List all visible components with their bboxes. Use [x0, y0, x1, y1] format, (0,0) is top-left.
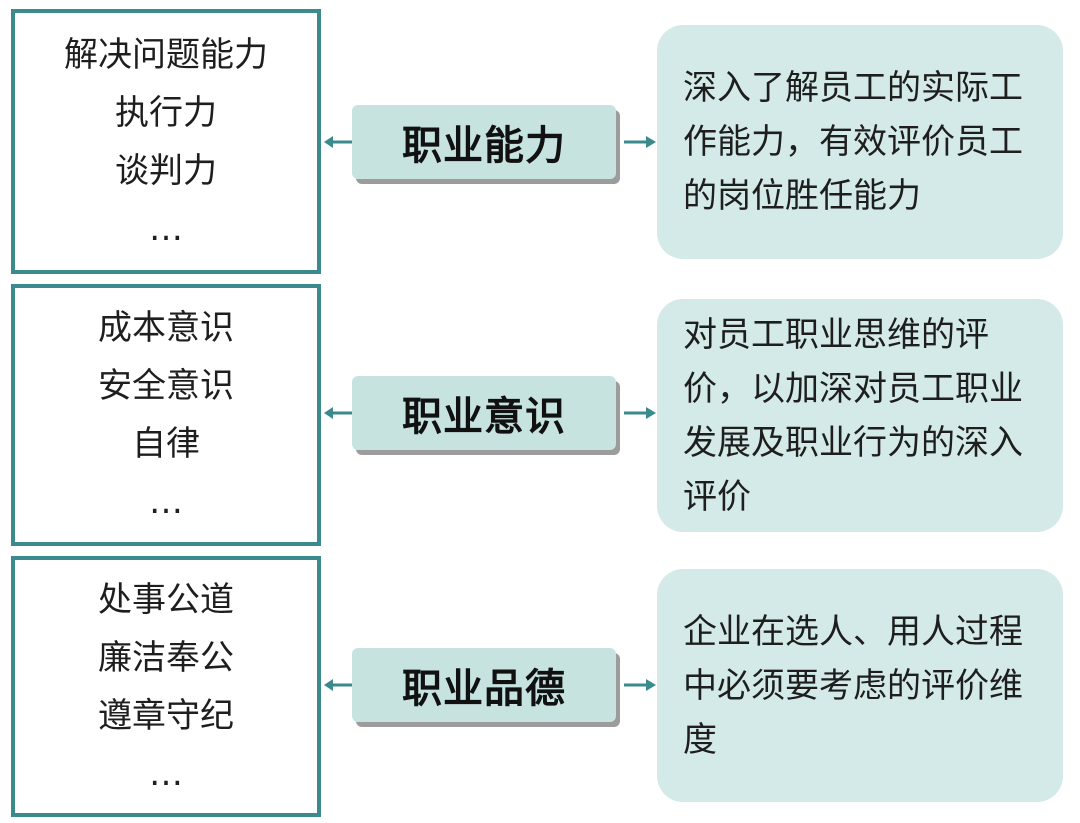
description-vocational-ability: 深入了解员工的实际工作能力，有效评价员工的岗位胜任能力 — [657, 25, 1063, 259]
description-vocational-morality: 企业在选人、用人过程中必须要考虑的评价维度 — [657, 569, 1063, 802]
description-text: 深入了解员工的实际工作能力，有效评价员工的岗位胜任能力 — [683, 68, 1023, 216]
ability-example-item: … — [149, 208, 183, 249]
awareness-example-item: 成本意识 — [98, 308, 234, 348]
awareness-examples-box: 成本意识 安全意识 自律 … — [11, 284, 321, 546]
ability-example-item: 执行力 — [115, 92, 217, 133]
morality-example-item: 廉洁奉公 — [98, 637, 234, 678]
ability-example-item: 解决问题能力 — [64, 34, 268, 75]
label-vocational-ability: 职业能力 — [352, 105, 616, 179]
morality-example-item: 处事公道 — [98, 579, 234, 620]
awareness-example-item: … — [149, 482, 183, 522]
right-arrow-icon — [624, 679, 656, 691]
morality-example-item: 遵章守纪 — [98, 695, 234, 736]
right-arrow-icon — [624, 136, 656, 148]
label-vocational-morality: 职业品德 — [352, 648, 616, 722]
morality-example-item: … — [149, 753, 183, 794]
ability-example-item: 谈判力 — [115, 150, 217, 191]
morality-examples-box: 处事公道 廉洁奉公 遵章守纪 … — [11, 556, 321, 817]
description-text: 企业在选人、用人过程中必须要考虑的评价维度 — [683, 611, 1023, 760]
description-vocational-awareness: 对员工职业思维的评价，以加深对员工职业发展及职业行为的深入评价 — [657, 299, 1063, 532]
left-arrow-icon — [324, 679, 353, 691]
awareness-example-item: 自律 — [132, 424, 200, 464]
right-arrow-icon — [624, 407, 656, 419]
description-text: 对员工职业思维的评价，以加深对员工职业发展及职业行为的深入评价 — [683, 314, 1023, 517]
left-arrow-icon — [324, 407, 353, 419]
label-vocational-awareness: 职业意识 — [352, 376, 616, 450]
awareness-example-item: 安全意识 — [98, 366, 234, 406]
left-arrow-icon — [324, 136, 353, 148]
ability-examples-box: 解决问题能力 执行力 谈判力 … — [11, 9, 321, 274]
